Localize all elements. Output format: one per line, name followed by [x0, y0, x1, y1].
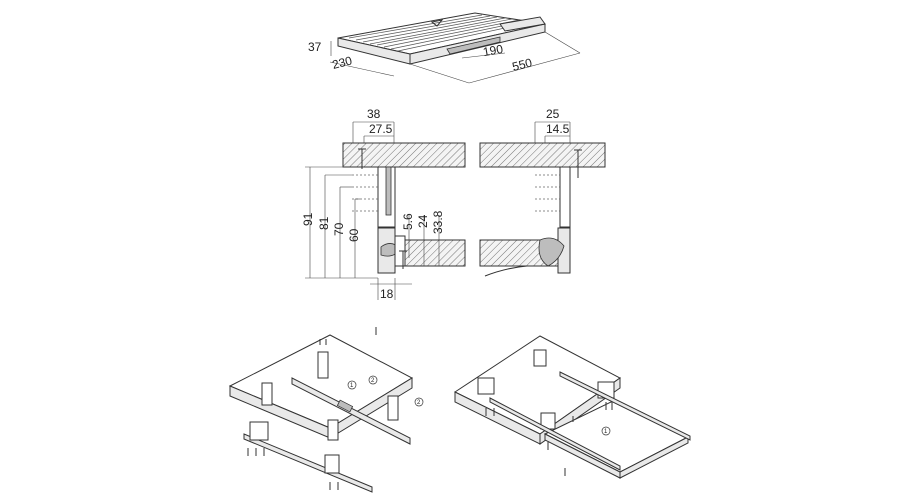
dim-depth: 230 [331, 53, 354, 72]
assembly-right-step-1: 1 [604, 429, 608, 435]
section-left-dimensions: 38 27.5 91 81 70 60 5.6 24 33.8 18 [301, 107, 445, 301]
dim-height: 37 [308, 40, 322, 54]
section-left [342, 142, 466, 274]
keyboard-tray-perspective [337, 12, 546, 65]
dim-top-width: 38 [367, 107, 381, 121]
dim-length: 550 [511, 55, 534, 74]
dim-top-inner: 27.5 [369, 122, 393, 136]
dim-v4: 60 [347, 228, 361, 242]
assembly-left-step-2: 2 [371, 378, 375, 384]
assembly-left-step-2b: 2 [417, 400, 421, 406]
assembly-right: 1 [453, 335, 691, 479]
section-right [479, 142, 606, 277]
dim-v1: 91 [301, 212, 315, 226]
dim-top-width-right: 25 [546, 107, 560, 121]
dim-v3: 70 [332, 222, 346, 236]
dim-top-inner-right: 14.5 [546, 122, 570, 136]
top-view-dimensions: 37 230 190 550 [308, 31, 581, 84]
dim-bottom: 18 [380, 287, 394, 301]
dim-v2: 81 [317, 216, 331, 230]
dim-s2: 24 [416, 214, 430, 228]
assembly-left-step-1: 1 [350, 383, 354, 389]
dim-s1: 5.6 [401, 213, 415, 230]
dim-s3: 33.8 [431, 210, 445, 234]
dim-opening: 190 [482, 42, 504, 59]
section-right-dimensions: 25 14.5 [534, 107, 571, 143]
assembly-left: 1 2 2 [228, 327, 424, 493]
